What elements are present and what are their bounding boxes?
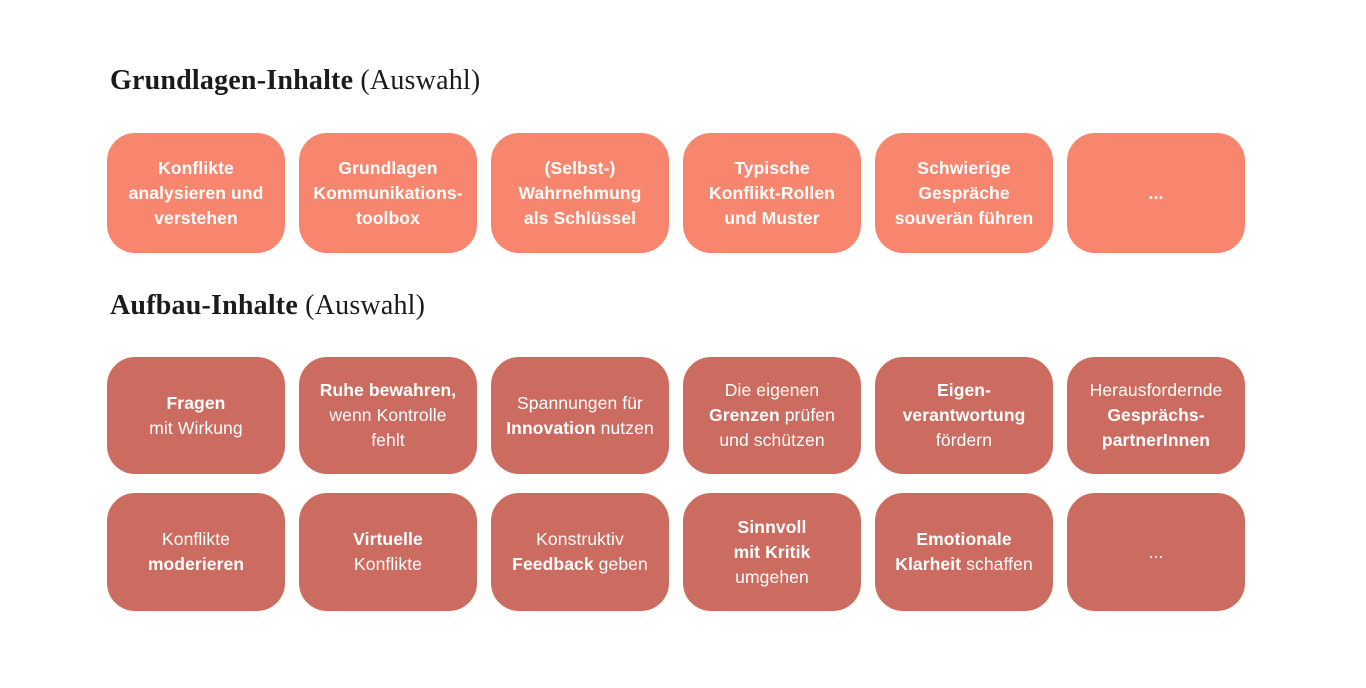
section-title-grundlagen: Grundlagen-Inhalte (Auswahl) xyxy=(110,64,480,98)
section-title-aufbau-rest: (Auswahl) xyxy=(305,290,426,321)
section-title-aufbau: Aufbau-Inhalte (Auswahl) xyxy=(110,289,425,323)
section-title-aufbau-bold: Aufbau-Inhalte xyxy=(110,290,298,321)
section-title-grundlagen-rest: (Auswahl) xyxy=(360,65,481,96)
card-aufbau-ellipsis: ... xyxy=(1067,493,1245,611)
card-grundlagen-ellipsis: ... xyxy=(1067,133,1245,253)
section-title-grundlagen-bold: Grundlagen-Inhalte xyxy=(110,65,354,96)
